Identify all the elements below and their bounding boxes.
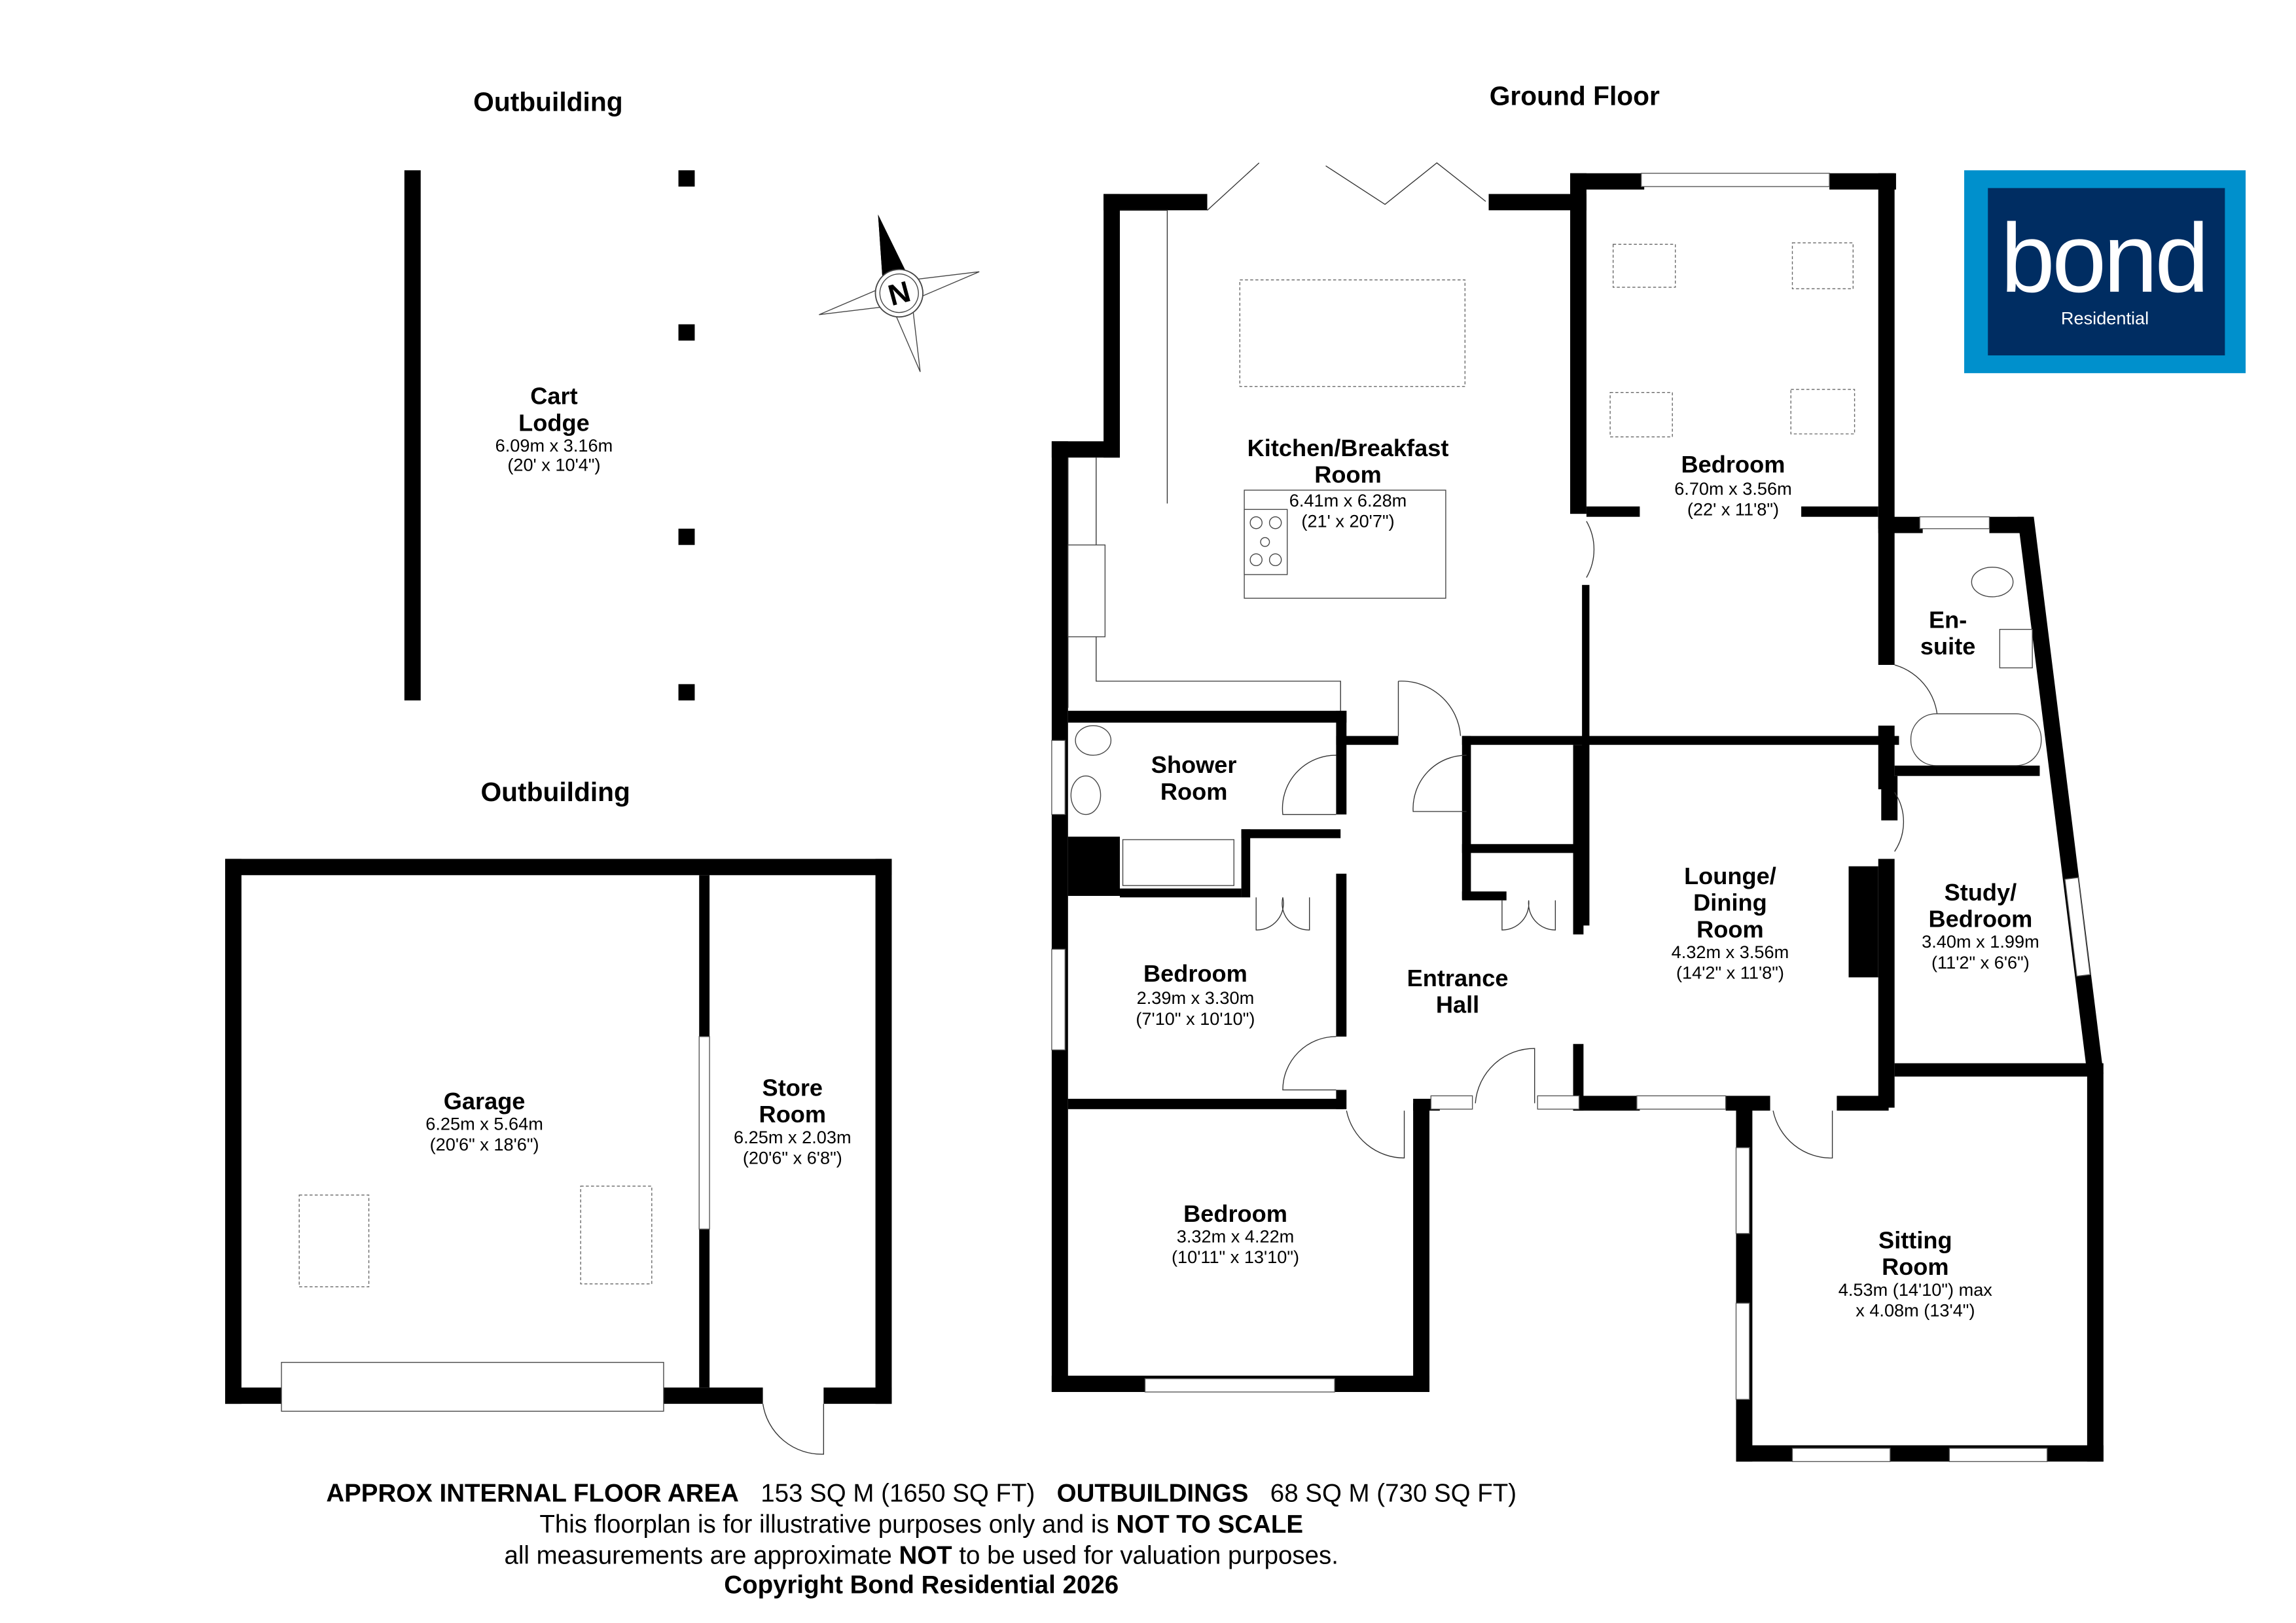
logo-inner (1988, 188, 2225, 356)
bifold-doors[interactable] (1207, 162, 1486, 211)
room-dimensions-imperial: (7'10" x 10'10") (1136, 1008, 1255, 1029)
shower-tray (1122, 839, 1234, 886)
fixtures (1067, 209, 2042, 886)
room-dimensions-metric: 6.09m x 3.16m (495, 435, 613, 455)
garage-door (281, 1362, 664, 1412)
room-name: En- (1929, 606, 1967, 633)
area-value: 153 SQ M (1650 SQ FT) (761, 1479, 1035, 1507)
basin (1070, 776, 1102, 815)
disclaimer-text: all measurements are approximate (504, 1541, 899, 1569)
area-label: APPROX INTERNAL FLOOR AREA (326, 1479, 739, 1507)
room-name: Bedroom (1183, 1200, 1287, 1227)
room-name: Sitting (1878, 1227, 1952, 1254)
bedroom-front-door[interactable] (1346, 1110, 1405, 1159)
room-name: Room (1696, 916, 1764, 942)
disclaimer-line-1: This floorplan is for illustrative purpo… (539, 1510, 1303, 1539)
floor-area-line: APPROX INTERNAL FLOOR AREA 153 SQ M (165… (326, 1479, 1516, 1507)
store-room-door (762, 1404, 825, 1455)
bedroom-small-door[interactable] (1282, 1036, 1336, 1091)
room-name: Room (1160, 778, 1228, 805)
copyright: Copyright Bond Residential 2026 (724, 1571, 1119, 1599)
room-dimensions-metric: 4.32m x 3.56m (1672, 942, 1789, 962)
room-dimensions-metric: 6.70m x 3.56m (1674, 478, 1792, 499)
disclaimer-text: to be used for valuation purposes. (952, 1541, 1338, 1569)
room-dimensions-imperial: (20' x 10'4") (507, 455, 600, 475)
logo-subtitle: Residential (2061, 308, 2149, 329)
cart-lodge: Cart Lodge 6.09m x 3.16m (20' x 10'4") (404, 170, 695, 701)
room-name: Hall (1436, 991, 1479, 1018)
sitting-room-door[interactable] (1772, 1110, 1833, 1159)
kitchen-sink (1067, 544, 1106, 637)
outbuildings-label: OUTBUILDINGS (1057, 1479, 1249, 1507)
front-entrance-door[interactable] (1475, 1048, 1535, 1103)
room-name: Dining (1693, 889, 1767, 916)
room-dimensions-metric: 6.41m x 6.28m (1289, 490, 1407, 510)
room-dimensions-imperial: (11'2" x 6'6") (1931, 952, 2030, 972)
bath (1910, 713, 2042, 766)
cart-lodge-wall (404, 170, 421, 701)
bond-residential-logo: bond Residential (1964, 170, 2246, 374)
room-dimensions-imperial: (14'2" x 11'8") (1676, 963, 1784, 983)
cart-lodge-post (678, 170, 695, 187)
room-name: Bedroom (1681, 451, 1785, 478)
room-dimensions-metric: 4.53m (14'10") max (1839, 1279, 1993, 1300)
cupboard-doors[interactable] (1501, 900, 1556, 931)
room-dimensions-metric: 6.25m x 2.03m (734, 1127, 852, 1147)
not-to-scale: NOT TO SCALE (1116, 1510, 1303, 1539)
room-name: Bedroom (1929, 905, 2033, 932)
room-name: Garage (444, 1088, 526, 1115)
room-name: Cart (530, 383, 577, 410)
footer: APPROX INTERNAL FLOOR AREA 153 SQ M (165… (326, 1479, 1516, 1599)
room-name: Entrance (1407, 965, 1509, 991)
room-name: Bedroom (1143, 960, 1247, 987)
wardrobe-doors[interactable] (1255, 897, 1310, 931)
room-name: Study/ (1945, 879, 2017, 906)
ensuite-toilet (1971, 566, 2014, 597)
garage-outbuilding: Garage 6.25m x 5.64m (20'6" x 18'6") Sto… (225, 859, 892, 1455)
disclaimer-line-2: all measurements are approximate NOT to … (504, 1541, 1338, 1569)
room-name: suite (1920, 633, 1975, 660)
room-dimensions-imperial: (22' x 11'8") (1687, 499, 1779, 519)
windows (1051, 173, 2091, 1463)
cart-lodge-post (678, 324, 695, 341)
logo-brand: bond (2001, 204, 2206, 313)
room-name: Store (762, 1074, 823, 1101)
outbuilding-heading-top: Outbuilding (473, 87, 622, 117)
shower-room-door[interactable] (1282, 755, 1336, 815)
doors[interactable] (1207, 162, 1939, 1159)
bedroom-door[interactable] (1586, 521, 1595, 578)
skylight (1239, 279, 1466, 387)
room-name: Room (1882, 1253, 1949, 1280)
kitchen-door[interactable] (1397, 681, 1462, 736)
not-emphasis: NOT (899, 1541, 952, 1569)
room-dimensions-imperial: (10'11" x 13'10") (1172, 1247, 1299, 1267)
room-dimensions-metric: 3.40m x 1.99m (1922, 931, 2039, 952)
room-dimensions-imperial: (20'6" x 6'8") (743, 1148, 842, 1168)
cart-lodge-post (678, 684, 695, 701)
disclaimer-text: This floorplan is for illustrative purpo… (539, 1510, 1116, 1539)
room-dimensions-metric: 6.25m x 5.64m (425, 1113, 543, 1133)
outbuildings-value: 68 SQ M (730 SQ FT) (1270, 1479, 1516, 1507)
outbuilding-heading-bottom: Outbuilding (480, 777, 630, 807)
room-dimensions-metric: 3.32m x 4.22m (1177, 1226, 1295, 1246)
room-name: Shower (1151, 751, 1237, 778)
room-labels: Kitchen/Breakfast Room 6.41m x 6.28m (21… (1136, 435, 2039, 1321)
north-compass-icon: N (819, 214, 980, 372)
room-dimensions-imperial: (21' x 20'7") (1301, 511, 1394, 531)
room-name: Room (759, 1101, 827, 1128)
room-name: Kitchen/Breakfast (1247, 435, 1449, 461)
ground-floor-heading: Ground Floor (1490, 81, 1660, 111)
room-dimensions-imperial: (20'6" x 18'6") (430, 1134, 539, 1154)
room-dimensions-imperial: x 4.08m (13'4") (1856, 1300, 1975, 1321)
toilet (1075, 725, 1112, 756)
ensuite-basin (1999, 629, 2033, 669)
cart-lodge-post (678, 528, 695, 545)
hall-door[interactable] (1412, 755, 1467, 812)
room-name: Lodge (518, 409, 590, 436)
room-dimensions-metric: 2.39m x 3.30m (1137, 988, 1255, 1008)
room-name: Lounge/ (1684, 863, 1776, 889)
study-door[interactable] (1894, 792, 1904, 852)
room-name: Room (1314, 461, 1382, 488)
